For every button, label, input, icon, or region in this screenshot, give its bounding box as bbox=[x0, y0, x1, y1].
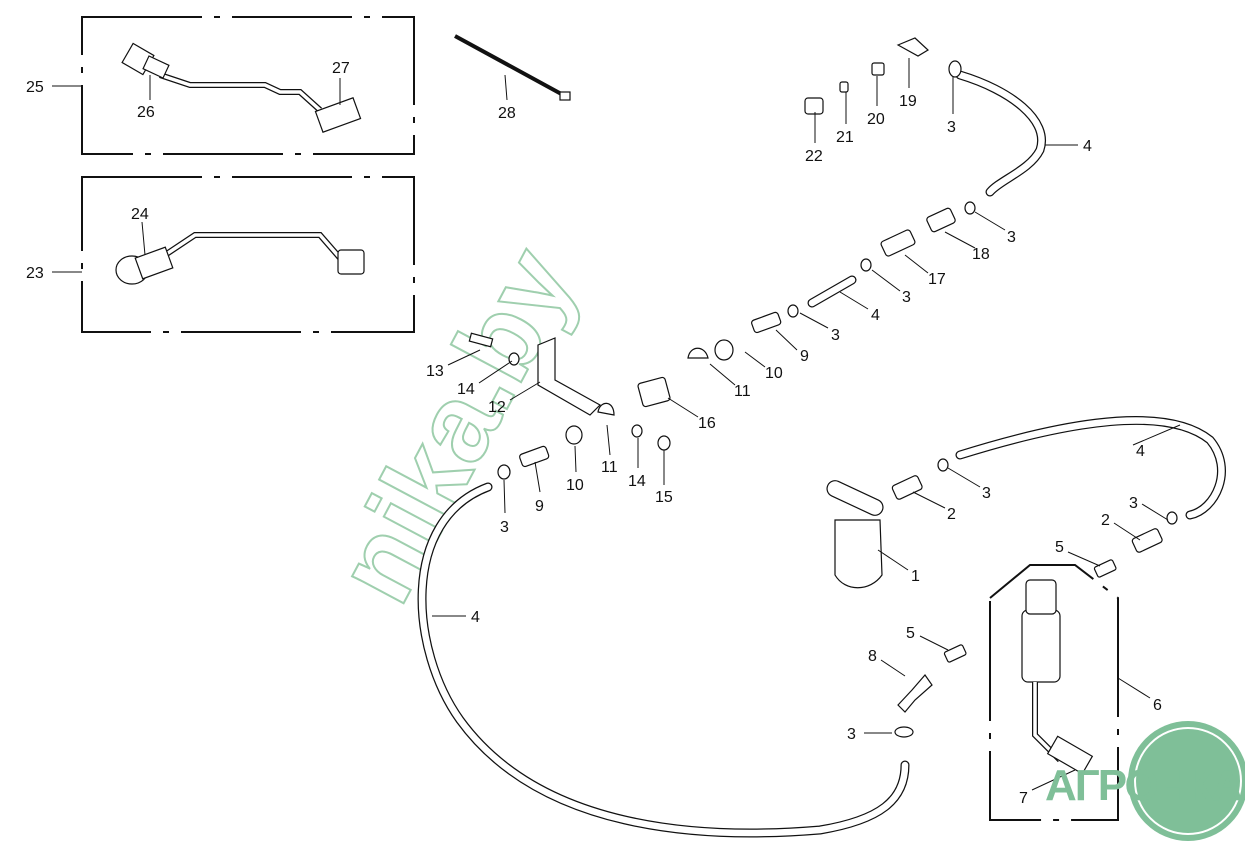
callout: 4 bbox=[871, 307, 880, 324]
callout: 7 bbox=[1019, 790, 1028, 807]
harness-23 bbox=[115, 232, 365, 285]
cable-tie bbox=[454, 34, 566, 98]
callout: 11 bbox=[601, 459, 618, 476]
agronika-logo: АГРОНКА bbox=[1045, 721, 1245, 841]
callout: 9 bbox=[535, 498, 544, 515]
watermark: nika.by bbox=[313, 229, 600, 621]
callout: 10 bbox=[566, 477, 584, 494]
logo-text: АГРОНКА bbox=[1045, 761, 1242, 810]
callout: 9 bbox=[800, 348, 809, 365]
callout: 23 bbox=[26, 265, 44, 282]
callout: 1 bbox=[911, 568, 920, 585]
callout: 4 bbox=[471, 609, 480, 626]
callout: 8 bbox=[868, 648, 877, 665]
fuel-pump bbox=[1021, 579, 1094, 775]
callout: 3 bbox=[831, 327, 840, 344]
callout: 28 bbox=[498, 105, 516, 122]
callout: 3 bbox=[947, 119, 956, 136]
callout: 3 bbox=[982, 485, 991, 502]
leader-lines bbox=[52, 58, 1181, 791]
callout: 3 bbox=[1007, 229, 1016, 246]
callout: 18 bbox=[972, 246, 990, 263]
callout: 5 bbox=[1055, 539, 1064, 556]
callout: 2 bbox=[947, 506, 956, 523]
callout: 17 bbox=[928, 271, 946, 288]
callout: 13 bbox=[426, 363, 444, 380]
callout: 24 bbox=[131, 206, 149, 223]
callout: 20 bbox=[867, 111, 885, 128]
callout: 14 bbox=[457, 381, 475, 398]
callout: 4 bbox=[1083, 138, 1092, 155]
fuel-filter bbox=[826, 480, 884, 589]
callout: 22 bbox=[805, 148, 823, 165]
callout: 3 bbox=[847, 726, 856, 743]
callout: 25 bbox=[26, 79, 44, 96]
callout: 27 bbox=[332, 60, 350, 77]
kit-frame-6 bbox=[989, 564, 1119, 821]
callout: 11 bbox=[734, 383, 751, 400]
fittings bbox=[468, 37, 1178, 738]
harness-25 bbox=[121, 42, 362, 133]
callout: 26 bbox=[137, 104, 155, 121]
callout: 12 bbox=[488, 399, 506, 416]
callout: 19 bbox=[899, 93, 917, 110]
cable-tie-head bbox=[559, 91, 571, 101]
callout: 4 bbox=[1136, 443, 1145, 460]
callout: 14 bbox=[628, 473, 646, 490]
callout: 5 bbox=[906, 625, 915, 642]
callout: 16 bbox=[698, 415, 716, 432]
callout: 6 bbox=[1153, 697, 1162, 714]
callout: 2 bbox=[1101, 512, 1110, 529]
callout: 15 bbox=[655, 489, 673, 506]
callout: 3 bbox=[1129, 495, 1138, 512]
hoses bbox=[417, 70, 1226, 838]
callout-labels: 25 26 27 28 24 23 22 21 20 19 3 4 3 18 3… bbox=[26, 60, 1162, 807]
callout: 3 bbox=[902, 289, 911, 306]
callout: 21 bbox=[836, 129, 854, 146]
kit-frame-23 bbox=[81, 176, 415, 333]
callout: 3 bbox=[500, 519, 509, 536]
callout: 10 bbox=[765, 365, 783, 382]
